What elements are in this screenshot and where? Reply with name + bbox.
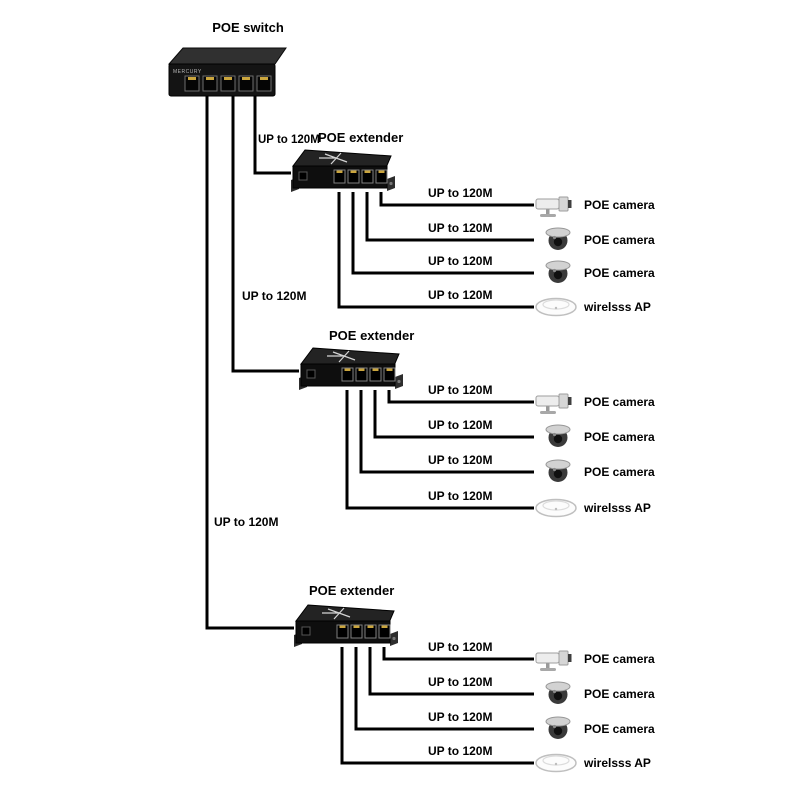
- wireless-ap-icon: [534, 496, 578, 518]
- cable-label: UP to 120M: [428, 640, 493, 654]
- dome-camera-icon: [544, 423, 572, 449]
- cable-label: UP to 120M: [428, 710, 493, 724]
- device-label: POE camera: [584, 687, 655, 701]
- device-label: wirelsss AP: [584, 501, 651, 515]
- cable-label: UP to 120M: [428, 221, 493, 235]
- dome-camera-icon: [544, 715, 572, 741]
- g3-cable-3: [354, 647, 534, 731]
- g1-cable-2: [365, 192, 534, 242]
- bullet-camera-icon: [534, 192, 574, 218]
- g3-cable-2: [368, 647, 534, 696]
- dome-camera-icon: [544, 458, 572, 484]
- g1-cable-4: [337, 192, 534, 309]
- cable-label: UP to 120M: [428, 288, 493, 302]
- wireless-ap-icon: [534, 751, 578, 773]
- g3-cable-4: [340, 647, 534, 765]
- device-label: POE camera: [584, 430, 655, 444]
- dome-camera-icon: [544, 680, 572, 706]
- device-label: POE camera: [584, 198, 655, 212]
- g2-cable-2: [373, 390, 534, 439]
- g1-cable-1: [379, 192, 534, 207]
- extender-2-title: POE extender: [329, 328, 415, 343]
- trunk-cable-3: [205, 96, 294, 630]
- trunk-2-label: UP to 120M: [242, 289, 307, 303]
- trunk-1-label: UP to 120M: [258, 134, 320, 146]
- device-label: wirelsss AP: [584, 300, 651, 314]
- cable-label: UP to 120M: [428, 675, 493, 689]
- device-label: POE camera: [584, 233, 655, 247]
- device-label: wirelsss AP: [584, 756, 651, 770]
- device-label: POE camera: [584, 266, 655, 280]
- g3-cable-1: [382, 647, 534, 661]
- poe-extender-icon: [291, 149, 395, 192]
- poe-extender-icon: [294, 604, 398, 647]
- poe-switch-icon: MERCURY: [167, 47, 287, 97]
- trunk-3-label: UP to 120M: [214, 515, 279, 529]
- device-label: POE camera: [584, 395, 655, 409]
- cable-label: UP to 120M: [428, 383, 493, 397]
- switch-brand-text: MERCURY: [173, 69, 202, 75]
- trunk-cable-2: [231, 96, 299, 373]
- dome-camera-icon: [544, 226, 572, 252]
- trunk-cable-1: [253, 96, 291, 175]
- cable-label: UP to 120M: [428, 186, 493, 200]
- extender-3-title: POE extender: [309, 583, 395, 598]
- device-label: POE camera: [584, 722, 655, 736]
- g1-cable-3: [351, 192, 534, 275]
- extender-1-title: POE extender: [318, 130, 404, 145]
- g2-cable-1: [387, 390, 534, 404]
- g2-cable-4: [345, 390, 534, 510]
- switch-title: POE switch: [212, 20, 284, 35]
- cable-label: UP to 120M: [428, 418, 493, 432]
- cable-label: UP to 120M: [428, 744, 493, 758]
- wireless-ap-icon: [534, 295, 578, 317]
- poe-switch-device: MERCURY: [163, 44, 290, 102]
- bullet-camera-icon: [534, 646, 574, 672]
- poe-extender-device-3: [294, 601, 398, 655]
- device-label: POE camera: [584, 652, 655, 666]
- device-label: POE camera: [584, 465, 655, 479]
- bullet-camera-icon: [534, 389, 574, 415]
- cable-label: UP to 120M: [428, 489, 493, 503]
- poe-extender-device-1: [291, 146, 395, 200]
- dome-camera-icon: [544, 259, 572, 285]
- poe-extender-icon: [299, 347, 403, 390]
- cable-label: UP to 120M: [428, 254, 493, 268]
- cable-label: UP to 120M: [428, 453, 493, 467]
- poe-extender-device-2: [299, 344, 403, 398]
- g2-cable-3: [359, 390, 534, 474]
